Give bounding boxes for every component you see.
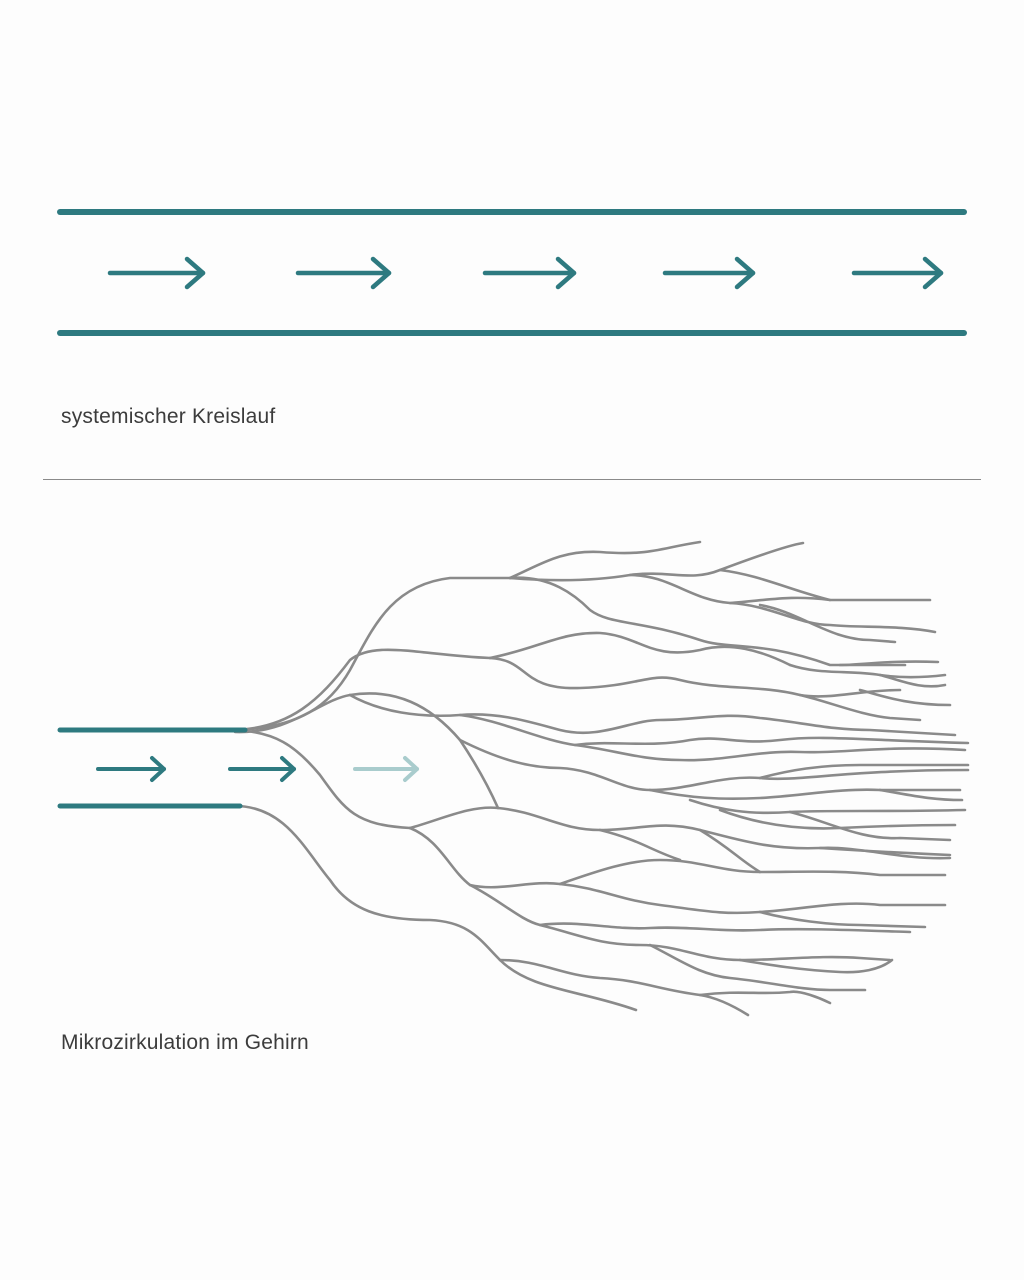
capillary-branch bbox=[488, 631, 792, 667]
capillary-branch bbox=[468, 883, 892, 962]
capillary-branch bbox=[698, 990, 832, 1005]
systemic-vessel-diagram bbox=[57, 209, 967, 336]
capillary-branch bbox=[458, 738, 970, 792]
capillary-branch bbox=[508, 576, 907, 667]
capillary-branch bbox=[648, 788, 962, 801]
capillary-branch bbox=[628, 573, 937, 634]
capillary-branch bbox=[878, 788, 964, 802]
capillary-network bbox=[233, 540, 970, 1017]
capillary-branch bbox=[738, 958, 894, 974]
capillary-branch bbox=[508, 540, 702, 580]
capillary-branch bbox=[838, 660, 940, 667]
capillary-branch bbox=[718, 568, 932, 602]
capillary-branch bbox=[818, 846, 952, 857]
capillary-branch bbox=[233, 692, 500, 810]
flow-arrow bbox=[96, 756, 166, 782]
flow-arrow bbox=[228, 756, 296, 782]
flow-arrow bbox=[851, 256, 944, 290]
capillary-branch bbox=[538, 922, 912, 934]
capillary-branch bbox=[488, 656, 902, 698]
capillary-branch bbox=[758, 910, 927, 929]
capillary-branch bbox=[233, 648, 492, 732]
capillary-branch bbox=[648, 943, 867, 992]
flow-arrow bbox=[482, 256, 577, 290]
capillary-branch bbox=[558, 858, 947, 886]
panel-divider bbox=[43, 479, 981, 480]
brain-panel: Mikrozirkulation im Gehirn bbox=[0, 480, 1024, 1280]
capillary-branch bbox=[698, 828, 762, 874]
capillary-branch bbox=[233, 728, 412, 830]
capillary-branch bbox=[233, 576, 512, 732]
capillary-branch bbox=[573, 736, 970, 747]
capillary-branch bbox=[598, 828, 682, 862]
capillary-branch bbox=[758, 763, 970, 780]
capillary-branch bbox=[508, 541, 805, 582]
flow-arrow bbox=[662, 256, 756, 290]
brain-microcirculation-diagram bbox=[57, 540, 970, 1017]
flow-arrow-faded bbox=[353, 756, 419, 782]
capillary-branch bbox=[458, 713, 967, 762]
flow-arrow bbox=[295, 256, 392, 290]
capillary-branch bbox=[788, 810, 952, 842]
capillary-branch bbox=[728, 596, 832, 605]
capillary-branch bbox=[758, 603, 897, 644]
capillary-branch bbox=[688, 798, 967, 815]
capillary-branch bbox=[348, 693, 957, 737]
brain-label: Mikrozirkulation im Gehirn bbox=[61, 1031, 309, 1054]
systemic-panel: systemischer Kreislauf bbox=[0, 0, 1024, 480]
flow-arrow bbox=[107, 256, 206, 290]
systemic-label: systemischer Kreislauf bbox=[61, 405, 276, 428]
capillary-branch bbox=[498, 958, 750, 1017]
capillary-branch bbox=[233, 804, 638, 1012]
capillary-branch bbox=[798, 693, 922, 722]
capillary-branch bbox=[408, 826, 947, 915]
capillary-branch bbox=[878, 673, 947, 679]
capillary-branch bbox=[858, 688, 952, 707]
